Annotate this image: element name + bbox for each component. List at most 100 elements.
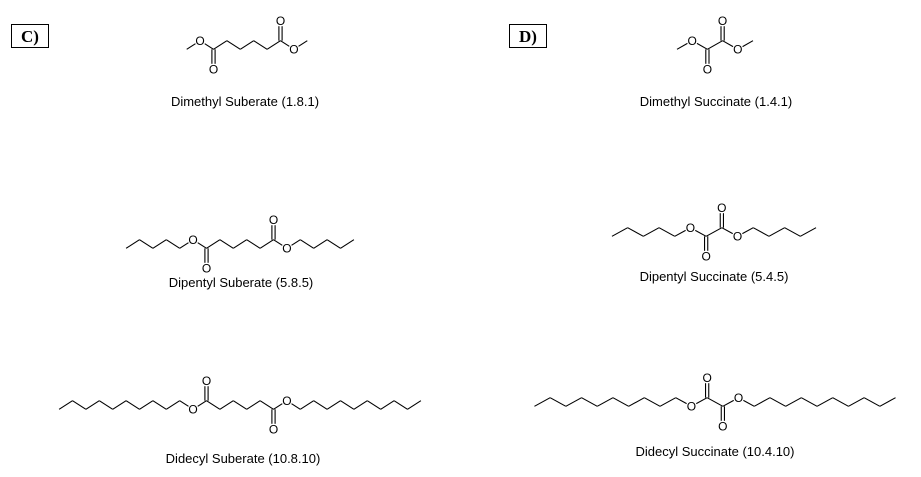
bond: [206, 400, 221, 410]
bond: [300, 239, 314, 249]
caption-didecyl-suberate: Didecyl Suberate (10.8.10): [165, 451, 321, 466]
bond: [353, 400, 368, 410]
bond: [644, 397, 661, 407]
oxygen-atom: O: [718, 14, 727, 28]
bond: [213, 40, 228, 50]
bond: [816, 397, 834, 407]
bond: [233, 400, 247, 410]
oxygen-atom: O: [687, 400, 696, 414]
bond: [675, 397, 687, 405]
bond: [863, 397, 881, 407]
bond: [676, 42, 688, 50]
bond: [707, 40, 723, 50]
bond: [139, 239, 154, 249]
bond: [298, 40, 308, 47]
bond: [674, 229, 686, 237]
bond: [628, 397, 645, 407]
bond: [658, 227, 676, 237]
oxygen-atom: O: [733, 43, 742, 57]
bond: [125, 239, 140, 249]
caption-dimethyl-suberate: Dimethyl Suberate (1.8.1): [170, 94, 320, 109]
oxygen-atom: O: [188, 233, 197, 247]
bond: [742, 227, 754, 235]
oxygen-atom: O: [686, 221, 695, 235]
bond: [695, 229, 707, 237]
bond: [407, 400, 422, 410]
oxygen-atom: O: [703, 63, 712, 77]
bond: [743, 399, 755, 407]
oxygen-atom: O: [718, 420, 727, 434]
oxygen-atom: O: [733, 230, 742, 244]
bond: [179, 242, 189, 249]
bond: [112, 400, 127, 410]
bond: [367, 400, 381, 410]
oxygen-atom: O: [188, 403, 197, 417]
bond: [596, 397, 614, 407]
bond: [273, 403, 283, 410]
bond: [233, 239, 247, 249]
bond: [722, 40, 734, 48]
bond: [393, 400, 408, 410]
bond: [706, 397, 724, 407]
oxygen-atom: O: [702, 371, 711, 385]
bond: [785, 397, 802, 407]
bond: [197, 400, 207, 407]
bond: [801, 397, 818, 407]
bond: [166, 239, 180, 249]
bond: [179, 400, 189, 407]
oxygen-atom: O: [717, 201, 726, 215]
bond: [769, 397, 786, 407]
bond: [768, 227, 785, 237]
bond: [280, 40, 290, 47]
bond: [313, 400, 328, 410]
bond: [259, 400, 274, 410]
panel-label-c: C): [11, 24, 49, 48]
oxygen-atom: O: [209, 63, 218, 77]
caption-dipentyl-succinate: Dipentyl Succinate (5.4.5): [639, 269, 789, 284]
bond: [139, 400, 154, 410]
bond: [722, 399, 734, 407]
bond: [340, 239, 355, 249]
oxygen-atom: O: [701, 250, 710, 264]
bond: [206, 239, 221, 249]
bond: [800, 227, 817, 237]
bond: [85, 400, 100, 410]
oxygen-atom: O: [276, 14, 285, 28]
oxygen-atom: O: [202, 262, 211, 276]
bond: [219, 239, 234, 249]
bond: [721, 227, 733, 235]
bond: [259, 239, 274, 249]
bond: [565, 397, 582, 407]
bond: [581, 397, 598, 407]
bond: [240, 40, 254, 50]
oxygen-atom: O: [688, 34, 697, 48]
bond: [326, 400, 341, 410]
bond: [291, 403, 301, 410]
bond: [340, 400, 355, 410]
bond: [753, 397, 771, 407]
bond: [266, 40, 281, 50]
bond: [197, 242, 207, 249]
bond: [273, 239, 283, 246]
oxygen-atom: O: [282, 242, 291, 256]
bond: [380, 400, 395, 410]
bond: [125, 400, 140, 410]
bond: [643, 227, 660, 237]
bond: [72, 400, 87, 410]
caption-dimethyl-succinate: Dimethyl Succinate (1.4.1): [639, 94, 793, 109]
bond: [696, 397, 708, 405]
bond: [313, 239, 328, 249]
bond: [611, 227, 628, 237]
bond: [534, 397, 551, 407]
panel-label-d: D): [509, 24, 547, 48]
bond: [627, 227, 644, 237]
bond: [291, 239, 301, 246]
bond: [696, 42, 708, 50]
bond: [152, 400, 167, 410]
bond: [253, 40, 268, 50]
bond: [742, 40, 754, 48]
bond: [300, 400, 314, 410]
oxygen-atom: O: [269, 423, 278, 437]
bond: [879, 397, 896, 407]
